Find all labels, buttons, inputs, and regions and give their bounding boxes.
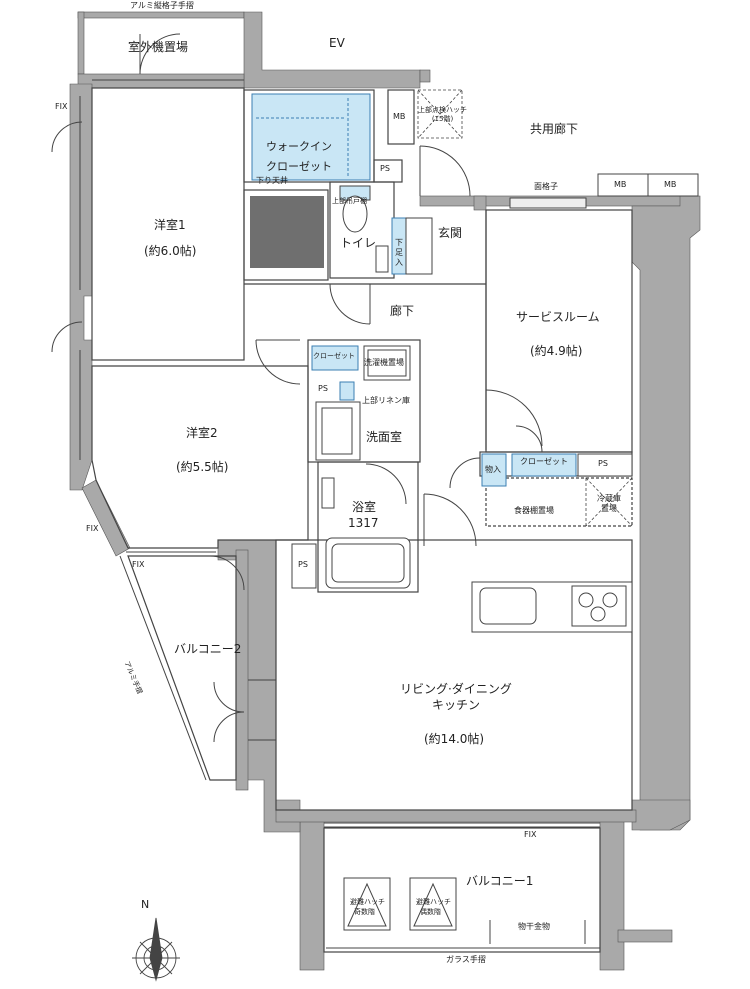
balcony-1-label: バルコニー1 <box>466 874 534 888</box>
aluminum-railing-label: アルミ縦格子手摺 <box>130 1 194 10</box>
service-room-name: サービスルーム <box>516 310 600 324</box>
mb-label-right-2: MB <box>664 180 677 189</box>
dashed-storage-lines <box>256 98 349 178</box>
walk-in-label-2: クローゼット <box>266 160 332 173</box>
compass-icon <box>132 917 180 982</box>
western-room-1-size: (約6.0帖) <box>144 244 197 258</box>
ps-label-service: PS <box>598 459 608 468</box>
storage-fills <box>251 93 577 487</box>
fix-label-slant: FIX <box>86 524 99 533</box>
interior-walls <box>91 87 633 953</box>
service-room-size: (約4.9帖) <box>530 344 583 358</box>
clothes-hanger-label: 物干金物 <box>518 922 550 931</box>
storage-label: 物入 <box>485 465 501 474</box>
ps-label-bath: PS <box>298 560 308 569</box>
shoe-box-label: 下足入 <box>395 238 403 267</box>
evacuation-hatches <box>343 877 586 944</box>
ps-label-toilet: PS <box>380 164 390 173</box>
ldk-size: (約14.0帖) <box>424 732 485 746</box>
entrance-label: 玄関 <box>438 226 463 240</box>
hallway-label: 廊下 <box>390 304 415 318</box>
western-room-2-size: (約5.5帖) <box>176 460 229 474</box>
dish-shelf-label: 食器棚置場 <box>514 506 554 515</box>
bathroom-size: 1317 <box>348 516 379 530</box>
washer-area-label: 洗濯機置場 <box>364 358 404 367</box>
north-label: N <box>141 898 150 911</box>
mb-label-top: MB <box>393 112 406 121</box>
bathroom-name: 浴室 <box>352 500 377 514</box>
closet-small-label: クローゼット <box>313 352 355 360</box>
ldk-label-1: リビング·ダイニング <box>400 682 512 696</box>
lattice-label: 面格子 <box>534 182 558 191</box>
dashed-crosses <box>417 89 633 527</box>
walk-in-label-1: ウォークイン <box>266 140 332 153</box>
upper-hatch-label: 上部点検ハッチ (15階) <box>418 106 467 123</box>
toilet-label: トイレ <box>340 236 377 250</box>
ldk-label-2: キッチン <box>432 698 481 712</box>
fixtures <box>291 173 699 633</box>
upper-cabinet-label: 上部吊戸棚 <box>332 197 367 205</box>
fridge-area-label: 冷蔵庫置場 <box>597 494 621 513</box>
structural-walls <box>69 11 701 971</box>
hatch-even-label-1: 避難ハッチ <box>416 898 451 906</box>
hatch-odd-label-1: 避難ハッチ <box>350 898 385 906</box>
walk-in-ceiling-note: 下り天井 <box>256 176 288 185</box>
dark-cabinet <box>250 196 324 268</box>
linen-upper-label: 上部リネン庫 <box>362 396 410 405</box>
door-swings <box>51 33 543 743</box>
hatch-odd-label-2: 奇数階 <box>354 908 375 916</box>
hatch-even-label-2: 偶数階 <box>420 908 441 916</box>
balcony-2-label: バルコニー2 <box>174 642 242 656</box>
window-lines <box>79 79 600 953</box>
outdoor-unit-label: 室外機置場 <box>128 40 189 54</box>
ev-label: EV <box>329 36 345 50</box>
fix-label-balcony2: FIX <box>132 560 145 569</box>
common-corridor-label: 共用廊下 <box>530 122 579 136</box>
western-room-1-name: 洋室1 <box>154 218 186 232</box>
ps-label-wash: PS <box>318 384 328 393</box>
closet-service-label: クローゼット <box>520 457 568 466</box>
glass-railing-label: ガラス手摺 <box>446 955 486 964</box>
fix-label-left: FIX <box>55 102 68 111</box>
washroom-label: 洗面室 <box>366 430 403 444</box>
western-room-2-name: 洋室2 <box>186 426 218 440</box>
fix-label-ldk: FIX <box>524 830 537 839</box>
mb-label-right-1: MB <box>614 180 627 189</box>
